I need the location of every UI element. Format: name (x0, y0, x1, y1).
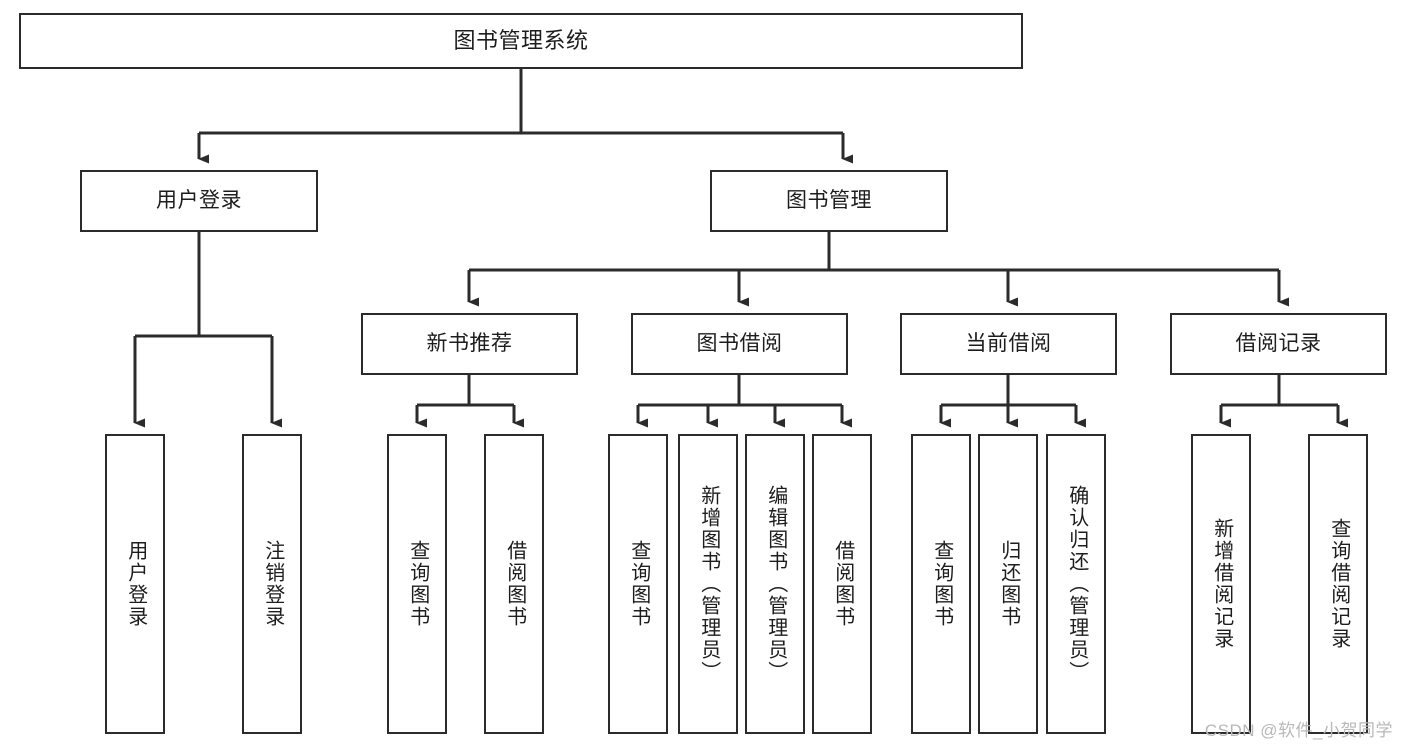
node-book-manage[interactable]: 图书管理 (710, 170, 948, 232)
node-root[interactable]: 图书管理系统 (19, 13, 1023, 69)
node-leaf-add-book[interactable]: 新增图书（管理员） (678, 434, 738, 734)
node-leaf-add-book-label: 新增图书（管理员） (697, 485, 720, 683)
node-leaf-query-record[interactable]: 查询借阅记录 (1308, 434, 1368, 734)
node-leaf-confirm-return[interactable]: 确认归还（管理员） (1046, 434, 1106, 734)
node-leaf-add-record[interactable]: 新增借阅记录 (1191, 434, 1251, 734)
node-leaf-user-login[interactable]: 用户登录 (105, 434, 165, 734)
node-leaf-query-record-label: 查询借阅记录 (1327, 518, 1350, 650)
node-leaf-return-book[interactable]: 归还图书 (978, 434, 1038, 734)
node-leaf-borrow-book-1[interactable]: 借阅图书 (484, 434, 544, 734)
node-current-borrow-label: 当前借阅 (965, 331, 1052, 355)
node-leaf-edit-book-label: 编辑图书（管理员） (764, 485, 787, 683)
node-root-label: 图书管理系统 (453, 28, 589, 54)
node-leaf-logout-login[interactable]: 注销登录 (242, 434, 302, 734)
node-new-book-recommend[interactable]: 新书推荐 (361, 313, 578, 375)
node-leaf-query-book-1[interactable]: 查询图书 (387, 434, 447, 734)
node-book-manage-label: 图书管理 (786, 188, 872, 212)
node-leaf-return-book-label: 归还图书 (997, 540, 1020, 628)
node-new-book-recommend-label: 新书推荐 (426, 331, 513, 355)
node-leaf-borrow-book-2-label: 借阅图书 (831, 540, 854, 628)
node-current-borrow[interactable]: 当前借阅 (900, 313, 1117, 375)
node-leaf-confirm-return-label: 确认归还（管理员） (1065, 485, 1088, 683)
node-leaf-query-book-3-label: 查询图书 (930, 540, 953, 628)
node-leaf-edit-book[interactable]: 编辑图书（管理员） (745, 434, 805, 734)
node-borrow-record-label: 借阅记录 (1235, 331, 1322, 355)
node-leaf-query-book-2-label: 查询图书 (627, 540, 650, 628)
node-leaf-borrow-book-1-label: 借阅图书 (503, 540, 526, 628)
node-book-borrow[interactable]: 图书借阅 (631, 313, 848, 375)
node-leaf-query-book-2[interactable]: 查询图书 (608, 434, 668, 734)
node-book-borrow-label: 图书借阅 (696, 331, 783, 355)
node-leaf-user-login-label: 用户登录 (124, 540, 147, 628)
node-user-login[interactable]: 用户登录 (80, 170, 318, 232)
node-leaf-add-record-label: 新增借阅记录 (1210, 518, 1233, 650)
node-leaf-query-book-3[interactable]: 查询图书 (911, 434, 971, 734)
node-leaf-borrow-book-2[interactable]: 借阅图书 (812, 434, 872, 734)
watermark-text: CSDN @软件_小贺同学 (1204, 721, 1393, 740)
node-borrow-record[interactable]: 借阅记录 (1170, 313, 1387, 375)
node-user-login-label: 用户登录 (156, 188, 242, 212)
node-leaf-logout-login-label: 注销登录 (261, 540, 284, 628)
node-leaf-query-book-1-label: 查询图书 (406, 540, 429, 628)
